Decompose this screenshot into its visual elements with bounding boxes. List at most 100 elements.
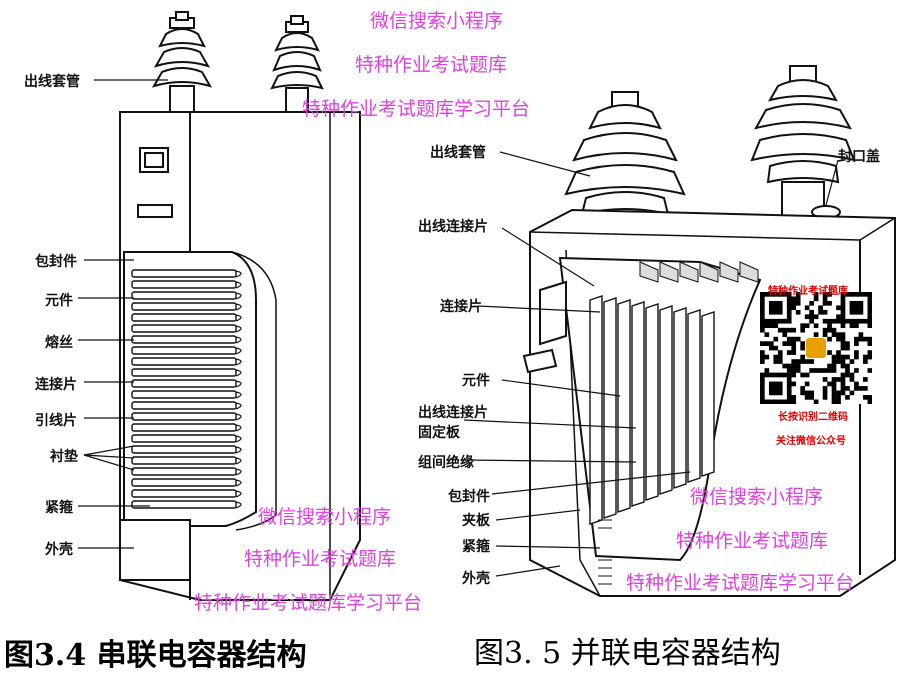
qr-module — [786, 327, 792, 333]
right-stack-element — [603, 297, 617, 519]
qr-module — [867, 323, 873, 329]
right-stack-top-connector — [659, 261, 679, 283]
qr-module — [831, 368, 837, 373]
qr-module — [760, 381, 765, 387]
qr-module — [840, 300, 846, 306]
qr-module — [786, 381, 792, 387]
left-stack-layer — [131, 423, 237, 432]
right-stack-element — [659, 305, 673, 495]
qr-module — [840, 390, 846, 396]
qr-module — [840, 332, 846, 337]
qr-module — [804, 381, 810, 387]
qr-module — [822, 309, 828, 315]
qr-module — [840, 386, 846, 391]
right-label-seal-cap: 封口盖 — [838, 149, 880, 165]
qr-module — [854, 305, 859, 311]
right-label-group-insulation: 组间绝缘 — [418, 455, 474, 471]
qr-code[interactable] — [760, 292, 873, 405]
qr-module — [786, 386, 792, 391]
qr-module — [818, 305, 823, 311]
qr-module — [863, 318, 868, 324]
qr-module — [786, 368, 792, 373]
qr-module — [845, 386, 850, 391]
qr-module — [845, 318, 850, 324]
left-stack-layer — [131, 390, 237, 399]
qr-module — [849, 305, 855, 311]
qr-module — [813, 314, 819, 320]
qr-module — [822, 296, 828, 302]
qr-module — [840, 381, 846, 387]
qr-module — [773, 305, 779, 311]
qr-module — [804, 395, 810, 400]
qr-module — [854, 350, 859, 355]
qr-module — [822, 390, 828, 396]
qr-module — [840, 296, 846, 302]
qr-module — [786, 363, 792, 369]
left-stack-fold — [235, 358, 242, 366]
qr-module — [786, 341, 792, 346]
qr-module — [768, 300, 774, 306]
qr-center-logo — [806, 338, 826, 358]
qr-module — [791, 345, 797, 351]
right-stack-top-connector — [739, 261, 759, 283]
qr-module — [791, 368, 797, 373]
qr-module — [849, 377, 855, 382]
qr-module — [840, 372, 846, 378]
qr-module — [760, 292, 765, 297]
qr-module — [795, 336, 801, 342]
qr-module — [827, 363, 832, 369]
right-label-encapsulation: 包封件 — [448, 489, 490, 505]
qr-line-2: 关注微信公众号 — [776, 436, 846, 447]
qr-module — [822, 300, 828, 306]
qr-module — [804, 372, 810, 378]
qr-module — [867, 336, 873, 342]
watermark-right-1: 微信搜索小程序 — [690, 486, 824, 508]
qr-module — [831, 390, 837, 396]
qr-module — [840, 309, 846, 315]
qr-module — [791, 327, 797, 333]
qr-module — [822, 395, 828, 400]
qr-module — [791, 296, 797, 302]
left-stack-fold — [235, 303, 242, 311]
qr-module — [867, 309, 873, 315]
qr-module — [809, 395, 814, 400]
qr-module — [809, 300, 814, 306]
qr-module — [827, 381, 832, 387]
qr-module — [773, 345, 779, 351]
qr-module — [845, 292, 850, 297]
qr-module — [773, 336, 779, 342]
qr-module — [804, 305, 810, 311]
qr-module — [764, 354, 770, 360]
qr-module — [782, 341, 788, 346]
qr-module — [854, 368, 859, 373]
left-stack-layer — [131, 379, 237, 388]
right-stack-element — [673, 307, 687, 489]
left-element-stack — [131, 269, 242, 509]
qr-module — [845, 372, 850, 378]
qr-module — [768, 309, 774, 315]
qr-module — [804, 359, 810, 364]
qr-module — [786, 314, 792, 320]
qr-module — [791, 399, 797, 405]
left-label-element: 元件 — [45, 293, 73, 309]
left-stack-layer — [131, 489, 237, 498]
qr-module — [809, 368, 814, 373]
qr-module — [800, 390, 805, 396]
qr-module — [786, 377, 792, 382]
qr-module — [849, 323, 855, 329]
watermark-right-3: 特种作业考试题库学习平台 — [626, 572, 855, 594]
right-stack-top-connector — [639, 261, 659, 283]
qr-module — [760, 359, 765, 364]
qr-module — [867, 314, 873, 320]
qr-module — [813, 323, 819, 329]
left-stack-layer — [131, 324, 237, 333]
qr-module — [764, 318, 770, 324]
qr-module — [782, 318, 788, 324]
qr-module — [786, 399, 792, 405]
left-stack-layer — [131, 456, 237, 465]
qr-module — [827, 368, 832, 373]
qr-module — [777, 309, 783, 315]
qr-title: 特种作业考试题库 — [768, 286, 848, 297]
qr-module — [840, 323, 846, 329]
